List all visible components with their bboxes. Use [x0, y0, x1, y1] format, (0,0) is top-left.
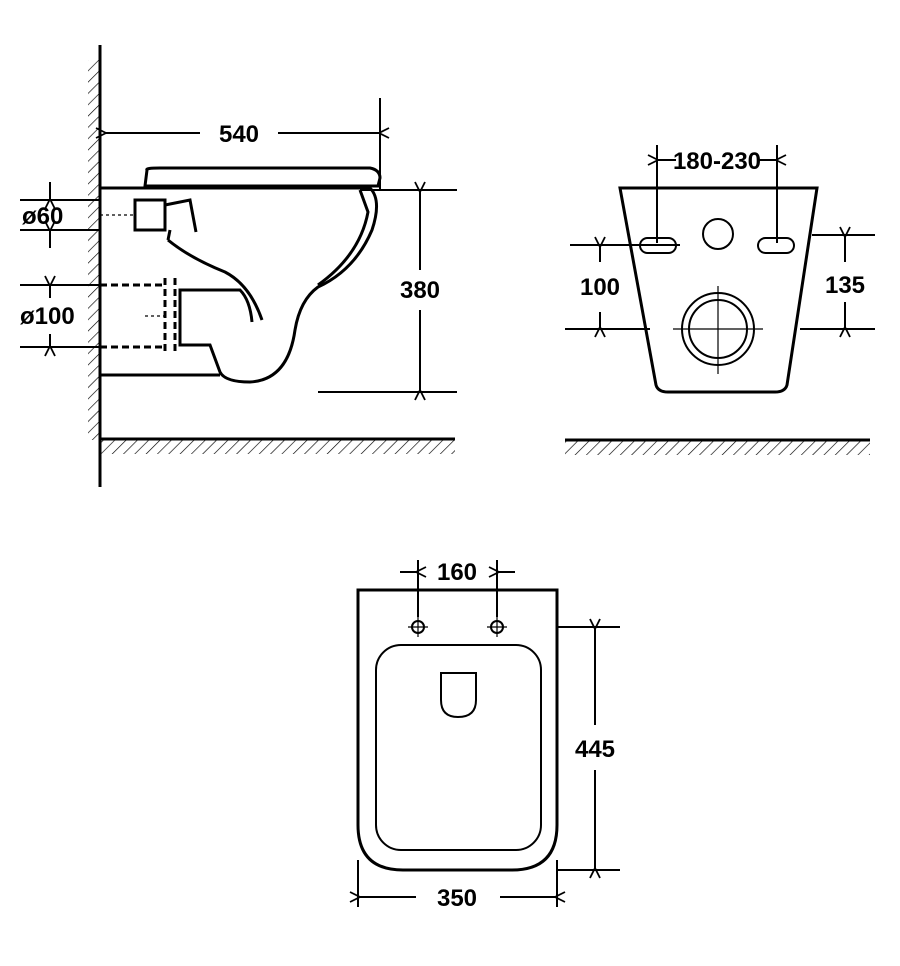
seat-hole-left	[408, 617, 428, 637]
height-dimension-label: 380	[400, 277, 440, 304]
top-view: 160 445 350	[358, 559, 620, 912]
seat-outline	[375, 644, 542, 851]
length-dimension-label: 445	[575, 736, 615, 763]
width-dimension-label: 540	[219, 121, 259, 148]
bolt-spacing-label: 180-230	[673, 148, 761, 175]
toilet-rear-outline	[618, 186, 819, 394]
wall-hatch	[88, 60, 100, 440]
toilet-top-outline	[356, 588, 559, 872]
toilet-side-outline	[100, 166, 382, 384]
outlet-height-label: 100	[580, 274, 620, 301]
inlet-diameter-label: ø60	[22, 203, 63, 230]
rear-view: 180-230 100 135	[565, 145, 875, 455]
outlet-diameter-label: ø100	[20, 303, 75, 330]
width-dimension-label-top: 350	[437, 885, 477, 912]
bowl-opening	[440, 672, 477, 719]
floor-hatch	[100, 440, 455, 454]
seat-hole-spacing-label: 160	[437, 559, 477, 586]
inlet-hole	[702, 218, 734, 250]
bolt-height-label: 135	[825, 272, 865, 299]
floor-hatch-rear	[565, 441, 870, 455]
side-view: 540 380 ø60 ø100	[20, 45, 457, 487]
seat-hole-right	[487, 617, 507, 637]
